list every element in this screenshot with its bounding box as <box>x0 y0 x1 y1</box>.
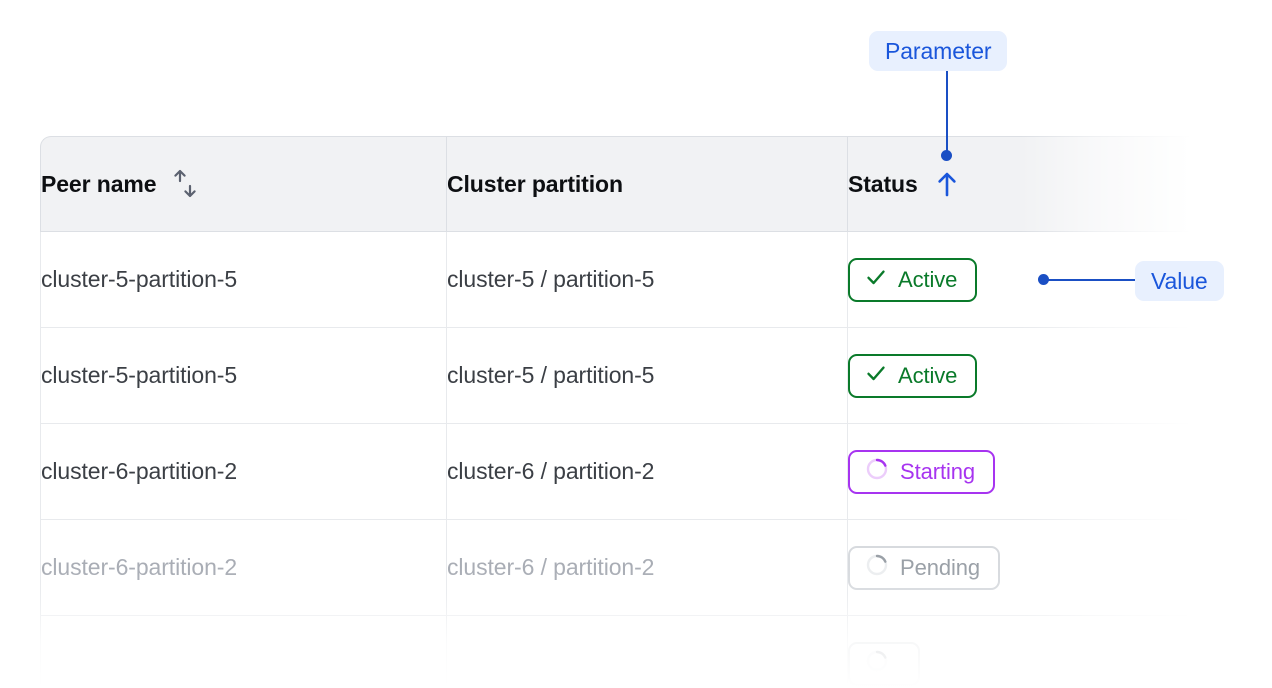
cell-cluster-partition: cluster-6 / partition-2 <box>446 424 847 520</box>
sort-both-icon[interactable] <box>172 169 199 199</box>
column-header-cluster-partition[interactable]: Cluster partition <box>446 136 847 232</box>
status-badge: Active <box>848 353 978 398</box>
status-label: Pending <box>900 554 981 580</box>
peers-table: Peer name Cluster partition <box>40 136 1200 688</box>
cell-peer-name <box>40 616 446 688</box>
table-row[interactable]: cluster-6-partition-2 cluster-6 / partit… <box>40 424 1200 520</box>
column-header-label: Status <box>848 170 918 197</box>
annotation-dot-value <box>1038 274 1049 285</box>
cell-cluster-partition: cluster-5 / partition-5 <box>446 232 847 328</box>
spinner-icon <box>865 553 889 583</box>
table-row[interactable]: cluster-6-partition-2 cluster-6 / partit… <box>40 520 1200 616</box>
cell-cluster-partition: cluster-5 / partition-5 <box>446 328 847 424</box>
table-row[interactable]: cluster-5-partition-5 cluster-5 / partit… <box>40 328 1200 424</box>
cell-cluster-partition <box>446 616 847 688</box>
column-header-peer-name[interactable]: Peer name <box>40 136 446 232</box>
cell-peer-name: cluster-6-partition-2 <box>40 520 446 616</box>
check-icon <box>865 362 887 390</box>
annotation-dot-parameter <box>941 150 952 161</box>
table-header: Peer name Cluster partition <box>40 136 1200 232</box>
status-badge: Pending <box>848 545 1001 590</box>
annotation-label-parameter: Parameter <box>869 31 1008 71</box>
status-label: Starting <box>900 458 976 484</box>
table-header-row: Peer name Cluster partition <box>40 136 1200 232</box>
cell-peer-name: cluster-6-partition-2 <box>40 424 446 520</box>
status-label: Active <box>898 266 958 292</box>
status-badge <box>848 641 920 686</box>
cell-status: Active <box>847 328 1200 424</box>
cell-status <box>847 616 1200 688</box>
check-icon <box>865 266 887 294</box>
table-row[interactable] <box>40 616 1200 688</box>
peers-table-container: Peer name Cluster partition <box>40 136 1200 688</box>
arrow-up-icon[interactable] <box>934 170 960 198</box>
annotation-label-value: Value <box>1135 261 1224 301</box>
column-header-label: Peer name <box>41 170 157 197</box>
cell-cluster-partition: cluster-6 / partition-2 <box>446 520 847 616</box>
table-row[interactable]: cluster-5-partition-5 cluster-5 / partit… <box>40 232 1200 328</box>
status-badge: Active <box>848 257 978 302</box>
spinner-icon <box>865 649 889 679</box>
status-label: Active <box>898 362 958 388</box>
cell-peer-name: cluster-5-partition-5 <box>40 328 446 424</box>
table-body: cluster-5-partition-5 cluster-5 / partit… <box>40 232 1200 688</box>
cell-status: Starting <box>847 424 1200 520</box>
column-header-label: Cluster partition <box>447 170 623 197</box>
cell-status: Pending <box>847 520 1200 616</box>
cell-peer-name: cluster-5-partition-5 <box>40 232 446 328</box>
spinner-icon <box>865 457 889 487</box>
status-badge: Starting <box>848 449 996 494</box>
column-header-status[interactable]: Status <box>847 136 1200 232</box>
